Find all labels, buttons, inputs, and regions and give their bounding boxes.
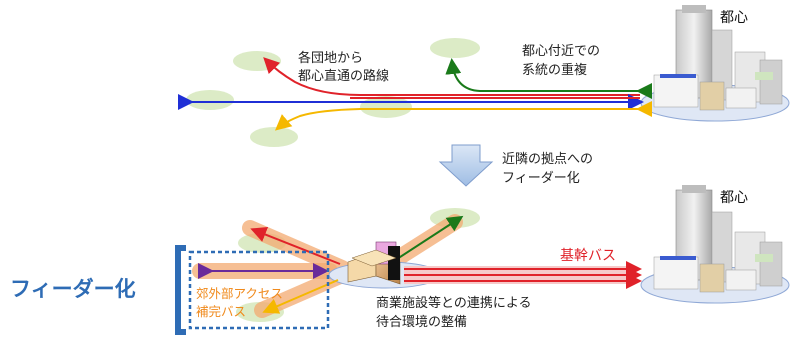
city-label: 都心 xyxy=(720,190,748,206)
feeder-bracket xyxy=(175,245,186,335)
hub-label-line2: 待合環境の整備 xyxy=(376,314,467,330)
city-buildings xyxy=(653,5,783,111)
estate-area xyxy=(430,38,480,58)
transition-label-line1: 近隣の拠点への xyxy=(502,151,593,167)
transition: 近隣の拠点への フィーダー化 xyxy=(438,144,593,187)
hub-building-icon xyxy=(347,241,401,285)
city-buildings xyxy=(653,185,783,293)
trunk-bus-label: 基幹バス xyxy=(560,247,616,264)
hub-label-line1: 商業施設等との連携による xyxy=(376,295,531,311)
bottom-scene: 都心 基幹バス フィーダー化 郊外部アクセス 補完バス 商業施設等との連携による… xyxy=(10,185,790,335)
trunk-bus-route xyxy=(404,261,642,289)
transition-label-line2: フィーダー化 xyxy=(502,171,580,186)
feeder-title: フィーダー化 xyxy=(10,277,136,301)
overlap-label-line2: 系統の重複 xyxy=(522,62,587,78)
down-arrow-icon xyxy=(438,144,494,187)
estate-area xyxy=(250,127,298,147)
direct-routes-label-line1: 各団地から xyxy=(298,50,363,66)
overlap-label-line1: 都心付近での xyxy=(522,44,600,59)
estate-area xyxy=(186,90,234,110)
city-label: 都心 xyxy=(720,10,748,26)
top-scene: 都心 各団地から 都心直通の路線 都心付近での 系統の重複 xyxy=(178,5,790,147)
direct-route-yellow xyxy=(274,101,652,131)
overlap-route-green xyxy=(445,58,652,99)
estate-area xyxy=(360,96,412,118)
direct-routes-label-line2: 都心直通の路線 xyxy=(298,68,389,84)
supplement-label-line2: 補完バス xyxy=(196,304,246,319)
supplement-label-line1: 郊外部アクセス xyxy=(196,286,283,301)
feeder-route-yellow xyxy=(262,279,339,314)
feeder-route-green xyxy=(382,215,464,273)
feeder-route-red xyxy=(250,226,341,265)
supplement-area-box xyxy=(188,250,330,330)
